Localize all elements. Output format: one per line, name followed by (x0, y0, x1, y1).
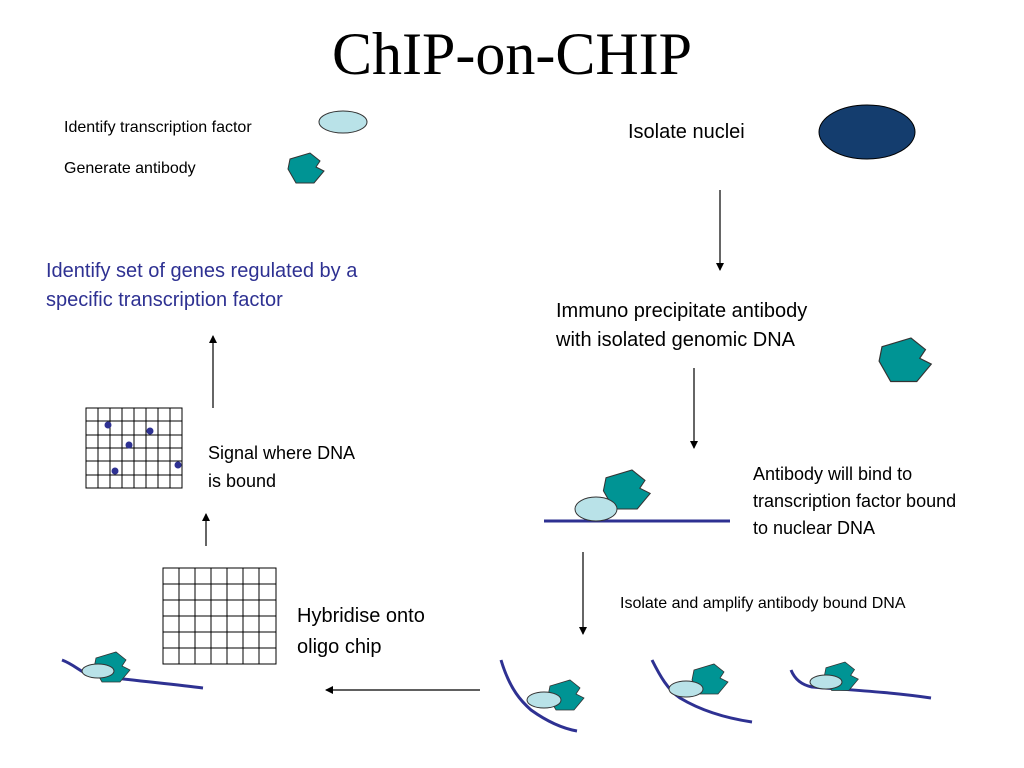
isolate-amplify-label: Isolate and amplify antibody bound DNA (620, 595, 906, 612)
transcription-factor-icon (318, 110, 368, 134)
goal-line-2: specific transcription factor (46, 289, 283, 311)
signal-dot (125, 441, 133, 449)
signal-dot (174, 461, 182, 469)
oligo-chip-grid (162, 567, 277, 665)
hybridised-fragment (61, 651, 204, 690)
antibody-bind-line-1: Antibody will bind to (753, 464, 913, 484)
bound-complex (544, 469, 730, 523)
dna-fragment (499, 659, 585, 733)
signal-dot (111, 467, 119, 475)
nucleus-icon (818, 104, 916, 160)
antibody-bind-line-3: to nuclear DNA (753, 518, 876, 538)
signal-line-2: is bound (208, 471, 277, 491)
slide-title: ChIP-on-CHIP (331, 21, 693, 87)
hybridise-line-1: Hybridise onto (297, 605, 425, 627)
dna-fragment (789, 661, 932, 700)
immuno-precipitate-line-2: with isolated genomic DNA (556, 329, 795, 351)
hybridise-line-2: oligo chip (297, 636, 382, 658)
identify-tf-label: Identify transcription factor (64, 119, 252, 136)
signal-dot (104, 421, 112, 429)
signal-dot (146, 427, 154, 435)
antibody-icon (878, 337, 933, 383)
antibody-icon (287, 152, 325, 184)
generate-antibody-label: Generate antibody (64, 160, 196, 177)
dna-fragment (650, 659, 753, 724)
immuno-precipitate-line-1: Immuno precipitate antibody (556, 300, 808, 322)
signal-line-1: Signal where DNA (208, 443, 356, 463)
antibody-bind-line-2: transcription factor bound (753, 491, 957, 511)
signal-grid (85, 407, 183, 489)
isolate-nuclei-label: Isolate nuclei (628, 121, 745, 143)
goal-line-1: Identify set of genes regulated by a (46, 260, 358, 282)
